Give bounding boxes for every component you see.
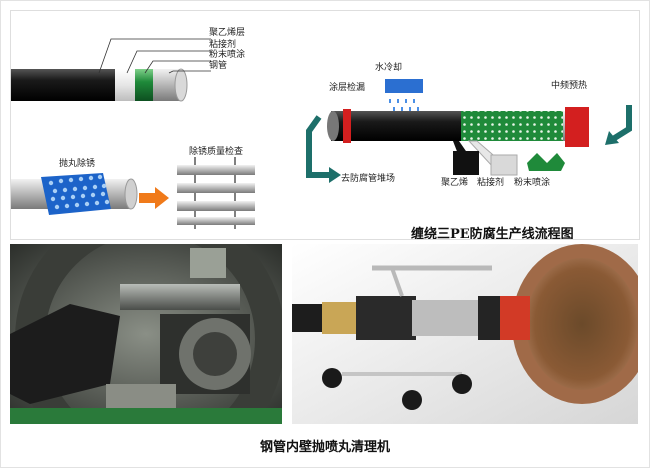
quality-check-pipes-illustration: [177, 157, 255, 229]
to-storage-label: 去防腐管堆场: [341, 174, 396, 184]
process-diagram-panel: 聚乙烯层 粘接剂 粉末喷涂 钢管 抛丸除锈 除锈质量检查: [10, 10, 640, 240]
layer-label-pe: 聚乙烯层: [209, 28, 246, 38]
shot-blast-pipe-illustration: [11, 173, 138, 215]
shot-blast-label: 抛丸除锈: [59, 159, 96, 169]
layer-label-steel: 钢管: [209, 61, 228, 71]
adhesive-feed-label: 粘接剂: [477, 178, 505, 188]
powder-feed-label: 粉末喷涂: [514, 178, 551, 188]
layer-label-adhesive: 粘接剂: [209, 40, 237, 50]
mid-freq-label: 中频预热: [551, 81, 588, 91]
production-line-illustration: [306, 79, 632, 183]
diagram-title: 缠绕三PE防腐生产线流程图: [411, 227, 574, 240]
pe-feed-label: 聚乙烯: [441, 178, 469, 188]
orange-arrow-icon: [139, 187, 169, 209]
water-cool-label: 水冷却: [375, 63, 403, 73]
layer-label-powder: 粉末喷涂: [209, 50, 246, 60]
layered-pipe-illustration: [11, 38, 211, 102]
quality-check-label: 除锈质量检查: [189, 147, 244, 157]
photo-caption: 钢管内壁抛喷丸清理机: [259, 440, 390, 455]
machine-photo-left: [10, 244, 282, 424]
leak-detect-label: 涂层检漏: [329, 83, 366, 93]
machine-photo-right: [292, 244, 638, 424]
